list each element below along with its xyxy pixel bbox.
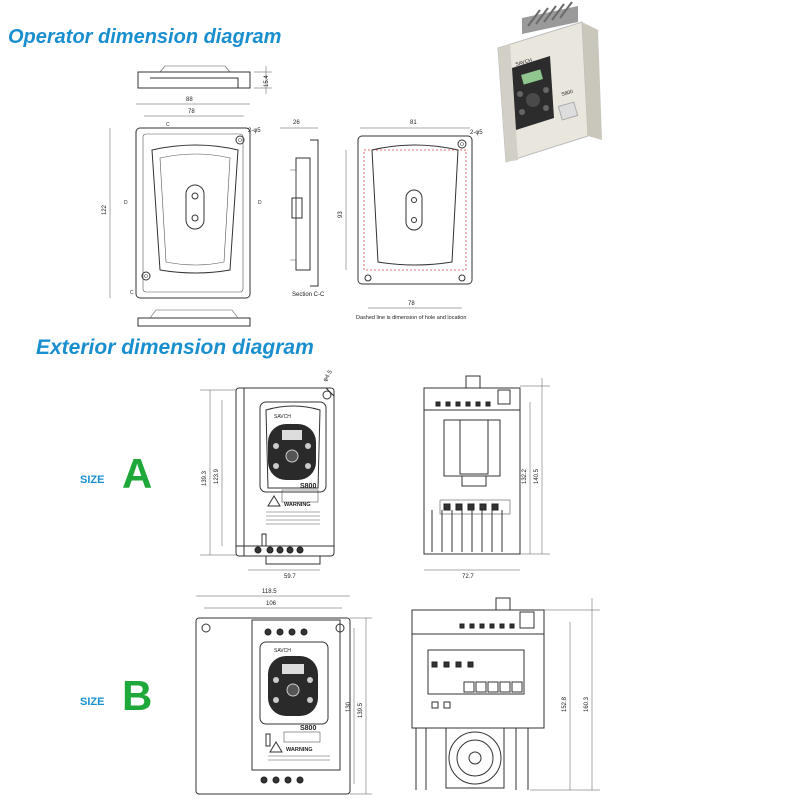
size-a-word: SIZE <box>80 474 105 486</box>
a-dim-depth: 72.7 <box>462 574 474 580</box>
dim-side-depth: 26 <box>293 120 300 126</box>
section-label: Section C-C <box>292 292 325 298</box>
dim-inner-width: 78 <box>188 109 195 115</box>
size-a-side-view: 132.2 140.5 72.7 <box>423 375 550 580</box>
dim-height: 122 <box>102 204 108 215</box>
size-b-side-view: 152.8 160.3 <box>411 597 600 791</box>
a-dim-side-outer: 140.5 <box>534 468 540 484</box>
product-photo: SAVCH S800 <box>497 1 602 163</box>
size-a-letter: A <box>122 450 153 497</box>
b-dim-side-outer: 160.3 <box>584 696 590 712</box>
dim-cutout-width: 81 <box>410 120 417 126</box>
size-b-letter: B <box>122 672 153 719</box>
dim-hole: 2-φ5 <box>248 128 261 134</box>
label-d-left: D <box>124 200 128 206</box>
a-dim-height-outer: 139.3 <box>202 470 208 486</box>
dim-cutout-height: 93 <box>338 211 344 218</box>
size-b-front-view: 118.5 106 SAVCH S800 WARNING 130 139.5 <box>195 589 372 795</box>
label-c-bottom: C <box>130 290 134 296</box>
exterior-heading: Exterior dimension diagram <box>36 336 314 359</box>
operator-front-view: 88 78 2-φ5 122 C C D D <box>102 97 262 299</box>
b-dim-side-inner: 152.8 <box>562 696 568 712</box>
cutout-note: Dashed line is dimension of hole and loc… <box>356 315 466 321</box>
a-dim-hole: φ4.5 <box>323 369 335 383</box>
b-dim-width-outer: 118.5 <box>262 589 277 595</box>
operator-cutout-view: 81 2-φ5 93 78 Dashed line is dimension o… <box>338 120 483 321</box>
operator-side-section: 26 Section C-C <box>280 120 325 298</box>
a-model: S800 <box>300 483 316 490</box>
label-c-top: C <box>166 122 170 128</box>
operator-heading: Operator dimension diagram <box>8 26 282 48</box>
b-warning: WARNING <box>286 747 313 753</box>
operator-top-profile: 15.4 <box>137 65 272 94</box>
photo-brand: SAVCH <box>515 57 533 68</box>
a-dim-side-inner: 132.2 <box>522 468 528 484</box>
size-a-front-view: 139.3 123.9 φ4.5 SAVCH S800 WARNING 59.7 <box>200 369 335 580</box>
b-brand: SAVCH <box>274 648 291 654</box>
a-dim-width: 59.7 <box>284 574 296 580</box>
photo-model: S800 <box>561 89 574 98</box>
operator-bottom-profile <box>137 309 251 327</box>
dim-top-height: 15.4 <box>264 75 270 87</box>
label-d-right: D <box>258 200 262 206</box>
b-model: S800 <box>300 725 316 732</box>
a-warning: WARNING <box>284 502 311 508</box>
a-dim-height-inner: 123.9 <box>214 468 220 484</box>
b-dim-width-inner: 106 <box>266 601 277 607</box>
dim-cutout-hole-spacing: 78 <box>408 301 415 307</box>
size-b-word: SIZE <box>80 696 105 708</box>
b-dim-height-inner: 130 <box>346 701 352 712</box>
b-dim-height-outer: 139.5 <box>358 702 364 718</box>
a-brand: SAVCH <box>274 414 291 420</box>
dim-outer-width: 88 <box>186 97 193 103</box>
dim-hole-2: 2-φ5 <box>470 130 483 136</box>
